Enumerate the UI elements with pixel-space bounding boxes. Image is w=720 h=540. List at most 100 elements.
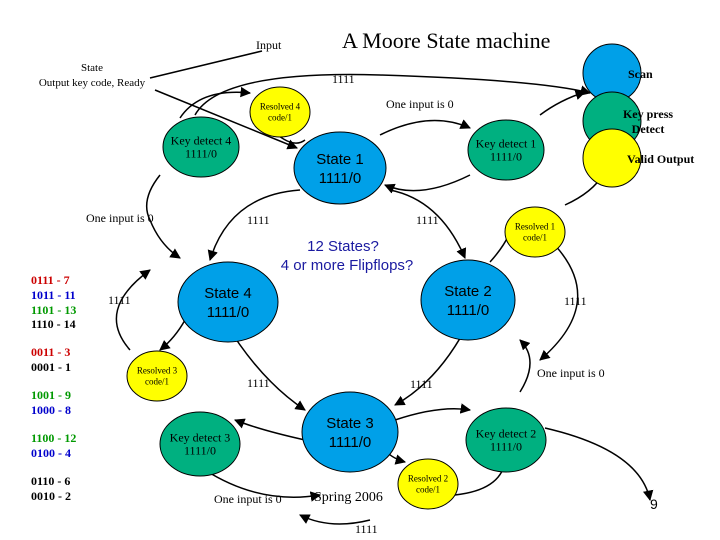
- edge-label-bottom-one-input: One input is 0: [214, 492, 282, 506]
- state-output-label-line2: Output key code, Ready: [39, 77, 146, 89]
- key-code-item: 1100 - 12: [31, 431, 76, 445]
- keydetect2-label-line2: 1111/0: [490, 440, 522, 454]
- state1-circle: [293, 131, 387, 205]
- keydetect3-label-line1: Key detect 3: [170, 431, 231, 445]
- keydetect3-circle: [159, 411, 241, 477]
- key-code-item: 0011 - 3: [31, 345, 70, 359]
- edge-label-lower-left-1111: 1111: [247, 376, 270, 390]
- state3-label-line1: State 3: [326, 415, 374, 432]
- state1-node: State 1 1111/0: [293, 131, 387, 205]
- edge-keydetect1-return: [384, 174, 471, 194]
- keydetect4-label-line1: Key detect 4: [171, 134, 232, 148]
- edge-label-bottom-1111: 1111: [355, 522, 378, 536]
- resolved1-label-line1: Resolved 1: [515, 222, 555, 232]
- page-number: 9: [650, 496, 658, 512]
- footer-label: Spring 2006: [314, 490, 383, 505]
- edge-resolved3-to-state4: [115, 269, 151, 351]
- state2-label-line2: 1111/0: [447, 302, 490, 319]
- edge-keydetect2-return: [519, 339, 531, 393]
- center-note-line1: 12 States?: [307, 238, 379, 255]
- input-label: Input: [256, 38, 282, 52]
- edge-top-loop: [194, 73, 592, 116]
- key-code-item: 0111 - 7: [31, 273, 70, 287]
- state4-label-line2: 1111/0: [207, 304, 250, 321]
- keydetect1-label-line1: Key detect 1: [476, 137, 537, 151]
- state2-node: State 2 1111/0: [420, 259, 516, 341]
- key-code-item: 0110 - 6: [31, 474, 70, 488]
- edge-keydetect2-to-page: [544, 427, 654, 502]
- edge-state3-to-keydetect2: [394, 403, 472, 421]
- center-note-line2: 4 or more Flipflops?: [281, 257, 414, 274]
- edge-state1-to-state4: [207, 189, 301, 262]
- key-code-item: 0001 - 1: [31, 360, 71, 374]
- edge-label-upper-right-1111: 1111: [416, 213, 439, 227]
- key-code-item: 0100 - 4: [31, 446, 71, 460]
- resolved4-label-line2: code/1: [268, 113, 292, 123]
- edge-label-right-1111: 1111: [564, 294, 587, 308]
- resolved3-label-line2: code/1: [145, 377, 169, 387]
- legend-label: Valid Output: [627, 152, 694, 166]
- state1-label-line1: State 1: [316, 151, 364, 168]
- edge-state1-to-state2: [389, 189, 467, 259]
- edge-label-left-one-input: One input is 0: [86, 211, 154, 225]
- resolved2-label-line1: Resolved 2: [408, 474, 448, 484]
- state3-node: State 3 1111/0: [301, 391, 399, 473]
- edge-state3-to-keydetect3: [234, 418, 306, 441]
- resolved1-label-line2: code/1: [523, 233, 547, 243]
- edge-label-upper-left-1111: 1111: [247, 213, 270, 227]
- edge-label-top-one-input: One input is 0: [386, 97, 454, 111]
- resolved3-circle: [126, 350, 188, 402]
- resolved1-circle: [504, 206, 566, 258]
- keydetect4-circle: [162, 116, 240, 178]
- state4-node: State 4 1111/0: [177, 261, 279, 343]
- keydetect1-circle: [467, 119, 545, 181]
- edge-state2-right-loop: [539, 239, 579, 361]
- input-pointer-line: [149, 50, 263, 79]
- key-code-item: 1101 - 13: [31, 303, 76, 317]
- resolved3-label-line1: Resolved 3: [137, 366, 178, 376]
- legend-item-scan: Scan: [582, 43, 653, 103]
- edge-bottom-loop: [299, 514, 371, 525]
- resolved2-circle: [397, 458, 459, 510]
- edge-label-right-one-input: One input is 0: [537, 366, 605, 380]
- edge-label-lower-right-1111: 1111: [410, 377, 433, 391]
- edge-label-top-1111: 1111: [332, 72, 355, 86]
- edge-keydetect1-to-scan: [539, 89, 586, 116]
- key-code-item: 0010 - 2: [31, 489, 71, 503]
- edge-label-left-1111: 1111: [108, 293, 131, 307]
- legend-label: Key press: [623, 107, 673, 121]
- state4-circle: [177, 261, 279, 343]
- edge-keydetect4-to-resolved4: [179, 86, 252, 119]
- output-pointer-line: [154, 89, 298, 150]
- keydetect2-label-line1: Key detect 2: [476, 427, 537, 441]
- state4-label-line1: State 4: [204, 285, 252, 302]
- key-code-item: 1011 - 11: [31, 288, 76, 302]
- state3-label-line2: 1111/0: [329, 434, 372, 451]
- resolved2-label-line2: code/1: [416, 485, 440, 495]
- state2-label-line1: State 2: [444, 283, 492, 300]
- state1-label-line2: 1111/0: [319, 170, 362, 187]
- legend-label: Detect: [632, 122, 665, 136]
- state-output-label-line1: State: [81, 62, 103, 74]
- key-code-item: 1000 - 8: [31, 403, 71, 417]
- legend-label: Scan: [628, 67, 653, 81]
- edge-left-loop: [145, 174, 181, 259]
- diagram-title: A Moore State machine: [342, 28, 550, 53]
- edge-state4-to-resolved3: [159, 319, 186, 351]
- keydetect2-circle: [465, 407, 547, 473]
- legend-swatch: [582, 128, 642, 188]
- keydetect4-label-line2: 1111/0: [185, 147, 217, 161]
- resolved4-circle: [249, 86, 311, 138]
- edge-keydetect3-to-scan: [204, 469, 322, 502]
- key-code-item: 1110 - 14: [31, 317, 76, 331]
- edge-state1-to-keydetect1: [379, 119, 471, 136]
